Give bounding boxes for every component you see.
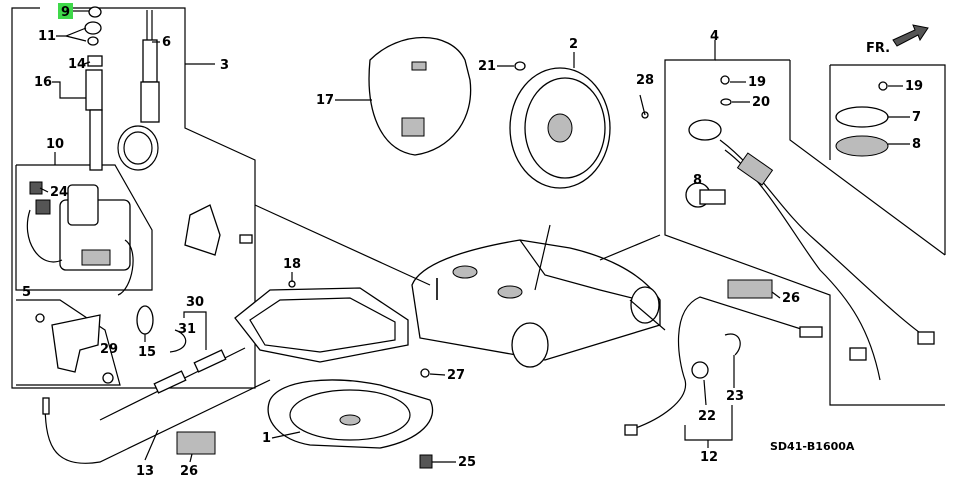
label-20: 20 [752,95,770,110]
label-27: 27 [447,368,465,383]
label-24: 24 [50,185,68,200]
label-6: 6 [162,35,171,50]
label-1: 1 [262,431,271,446]
label-16: 16 [34,75,52,90]
antenna-group-frame [11,7,256,389]
direction-label: FR. [866,41,890,56]
label-31: 31 [178,322,196,337]
label-29: 29 [100,342,118,357]
antenna-motor [26,181,134,296]
label-30: 30 [186,295,204,310]
label-22: 22 [698,409,716,424]
fasteners [419,94,649,469]
label-10: 10 [46,137,64,152]
label-14: 14 [68,57,86,72]
rear-antenna-cable [624,296,823,436]
roof-antenna-frame [664,40,946,406]
label-26-right: 26 [782,291,800,306]
label-2: 2 [569,37,578,52]
antenna-mast [117,10,160,171]
label-19-right: 19 [905,79,923,94]
front-direction-arrow: FR. [866,24,929,56]
label-17: 17 [316,93,334,108]
label-25: 25 [458,455,476,470]
mast-hardware [84,6,103,171]
label-8-left: 8 [693,173,702,188]
label-9: 9 [61,5,70,20]
mount-bracket [35,313,114,384]
speaker-tray [234,280,409,363]
antenna-lead-cable [42,305,271,464]
clamp-bracket [184,204,253,256]
label-3: 3 [220,58,229,73]
speaker-cover [368,36,472,156]
label-19-left: 19 [748,75,766,90]
rear-oval-speaker [267,379,434,449]
leader-lines [254,204,666,331]
label-13: 13 [136,464,154,479]
label-7: 7 [912,110,921,125]
label-28: 28 [636,73,654,88]
label-5: 5 [22,285,31,300]
label-4: 4 [710,29,719,44]
label-18: 18 [283,257,301,272]
car-body [411,239,661,368]
label-11: 11 [38,29,56,44]
label-23: 23 [726,389,744,404]
antenna-pads [720,75,889,299]
callouts: 9 11 14 16 6 3 10 24 5 29 15 31 30 13 26… [22,3,923,479]
label-12: 12 [700,450,718,465]
label-8-right: 8 [912,137,921,152]
highlight-marker [58,3,73,19]
door-speaker [509,61,611,189]
label-21: 21 [478,59,496,74]
label-26-left: 26 [180,464,198,479]
label-15: 15 [138,345,156,360]
roof-antenna-cable [685,119,935,381]
diagram-code: SD41-B1600A [770,440,855,453]
